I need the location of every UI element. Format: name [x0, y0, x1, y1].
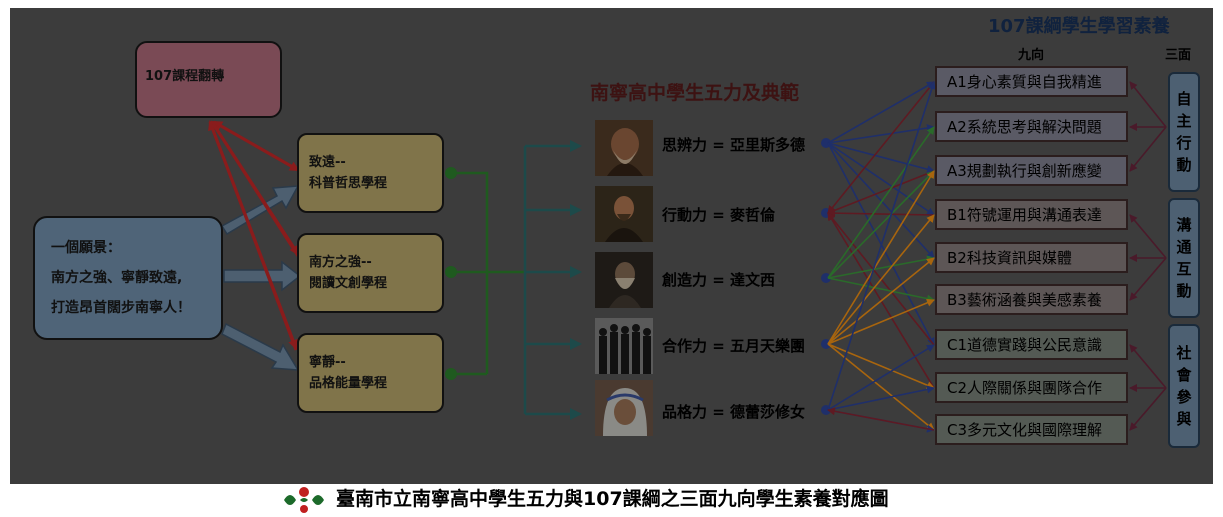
literacy-header-title: 107課綱學生學習素養 [988, 16, 1170, 37]
dimension-char: 與 [1176, 410, 1192, 428]
dimension-char: 會 [1176, 366, 1192, 384]
course-box-character: 寧靜-- 品格能量學程 [297, 333, 444, 413]
dimension-communication: 溝 通 互 動 [1168, 198, 1200, 318]
literacy-c3: C3多元文化與國際理解 [935, 414, 1128, 445]
vision-arrow-1 [220, 185, 300, 236]
course-node-3 [445, 368, 457, 380]
dimension-to-literacy-arrows [1129, 81, 1167, 431]
mayday-band-icon [595, 318, 653, 374]
literacy-c2: C2人際關係與團隊合作 [935, 372, 1128, 403]
vision-line-1: 一個願景： [51, 240, 121, 256]
vision-to-course-arrows [220, 185, 302, 371]
dimension-char: 行 [1176, 134, 1192, 152]
dimension-social-participation: 社 會 參 與 [1168, 324, 1200, 448]
course-bus [451, 171, 525, 376]
dimension-char: 社 [1176, 344, 1192, 362]
dimension-char: 通 [1176, 238, 1192, 256]
power-character: 品格力 = 德蕾莎修女 [662, 403, 806, 421]
curriculum-flip-label: 107課程翻轉 [145, 69, 225, 84]
vision-box: 一個願景： 南方之強、寧靜致遠, 打造昂首闊步南寧人！ [33, 216, 223, 340]
course-box-science: 致遠-- 科普哲思學程 [297, 133, 444, 213]
school-logo-icon [284, 487, 324, 513]
dimension-char: 動 [1176, 282, 1192, 300]
red-arrow-5 [210, 121, 300, 256]
nine-directions-label: 九向 [1018, 48, 1045, 63]
power-cooperation: 合作力 = 五月天樂團 [662, 337, 806, 355]
course-line: 寧靜-- [309, 355, 346, 370]
dimension-char: 自 [1176, 90, 1192, 108]
course-box-reading: 南方之強-- 閱讀文創學程 [297, 233, 444, 313]
dimension-char: 參 [1176, 388, 1192, 406]
course-to-top-arrows [208, 120, 300, 351]
power-action: 行動力 = 麥哲倫 [662, 206, 776, 224]
red-arrow-6 [208, 121, 298, 350]
course-node-2 [445, 266, 457, 278]
dimension-char: 主 [1176, 112, 1192, 130]
course-line: 科普哲思學程 [309, 176, 388, 191]
three-aspects-label: 三面 [1165, 48, 1192, 63]
course-line: 品格能量學程 [309, 376, 388, 391]
mother-teresa-portrait-icon [595, 380, 653, 436]
course-node-1 [445, 167, 457, 179]
vision-arrow-2 [223, 260, 302, 292]
bus-to-powers [523, 140, 582, 420]
red-arrow-4 [213, 120, 300, 172]
dimension-char: 互 [1176, 260, 1192, 278]
literacy-b3: B3藝術涵養與美感素養 [935, 284, 1128, 315]
literacy-b2: B2科技資訊與媒體 [935, 242, 1128, 273]
diagram-caption: 臺南市立南寧高中學生五力與107課綱之三面九向學生素養對應圖 [336, 488, 889, 510]
five-powers-title: 南寧高中學生五力及典範 [590, 82, 800, 104]
literacy-a1: A1身心素質與自我精進 [935, 66, 1128, 97]
magellan-portrait-icon [595, 186, 653, 242]
power-literacy-links [827, 81, 936, 433]
dimension-char: 溝 [1176, 216, 1192, 234]
vision-line-2: 南方之強、寧靜致遠, [51, 270, 183, 286]
literacy-a3: A3規劃執行與創新應變 [935, 155, 1128, 186]
vision-arrow-3 [221, 322, 300, 371]
literacy-c1: C1道德實踐與公民意識 [935, 329, 1128, 360]
curriculum-flip-box: 107課程翻轉 [135, 41, 282, 118]
power-critical-thinking: 思辨力 = 亞里斯多德 [662, 136, 806, 154]
da-vinci-portrait-icon [595, 252, 653, 308]
course-line: 致遠-- [309, 155, 346, 170]
power-creativity: 創造力 = 達文西 [662, 271, 776, 289]
literacy-a2: A2系統思考與解決問題 [935, 111, 1128, 142]
dimension-autonomous-action: 自 主 行 動 [1168, 72, 1200, 192]
course-line: 南方之強-- [309, 255, 372, 270]
dimension-char: 動 [1176, 156, 1192, 174]
literacy-b1: B1符號運用與溝通表達 [935, 199, 1128, 230]
aristotle-portrait-icon [595, 120, 653, 176]
course-line: 閱讀文創學程 [309, 276, 388, 291]
vision-line-3: 打造昂首闊步南寧人！ [51, 300, 191, 316]
